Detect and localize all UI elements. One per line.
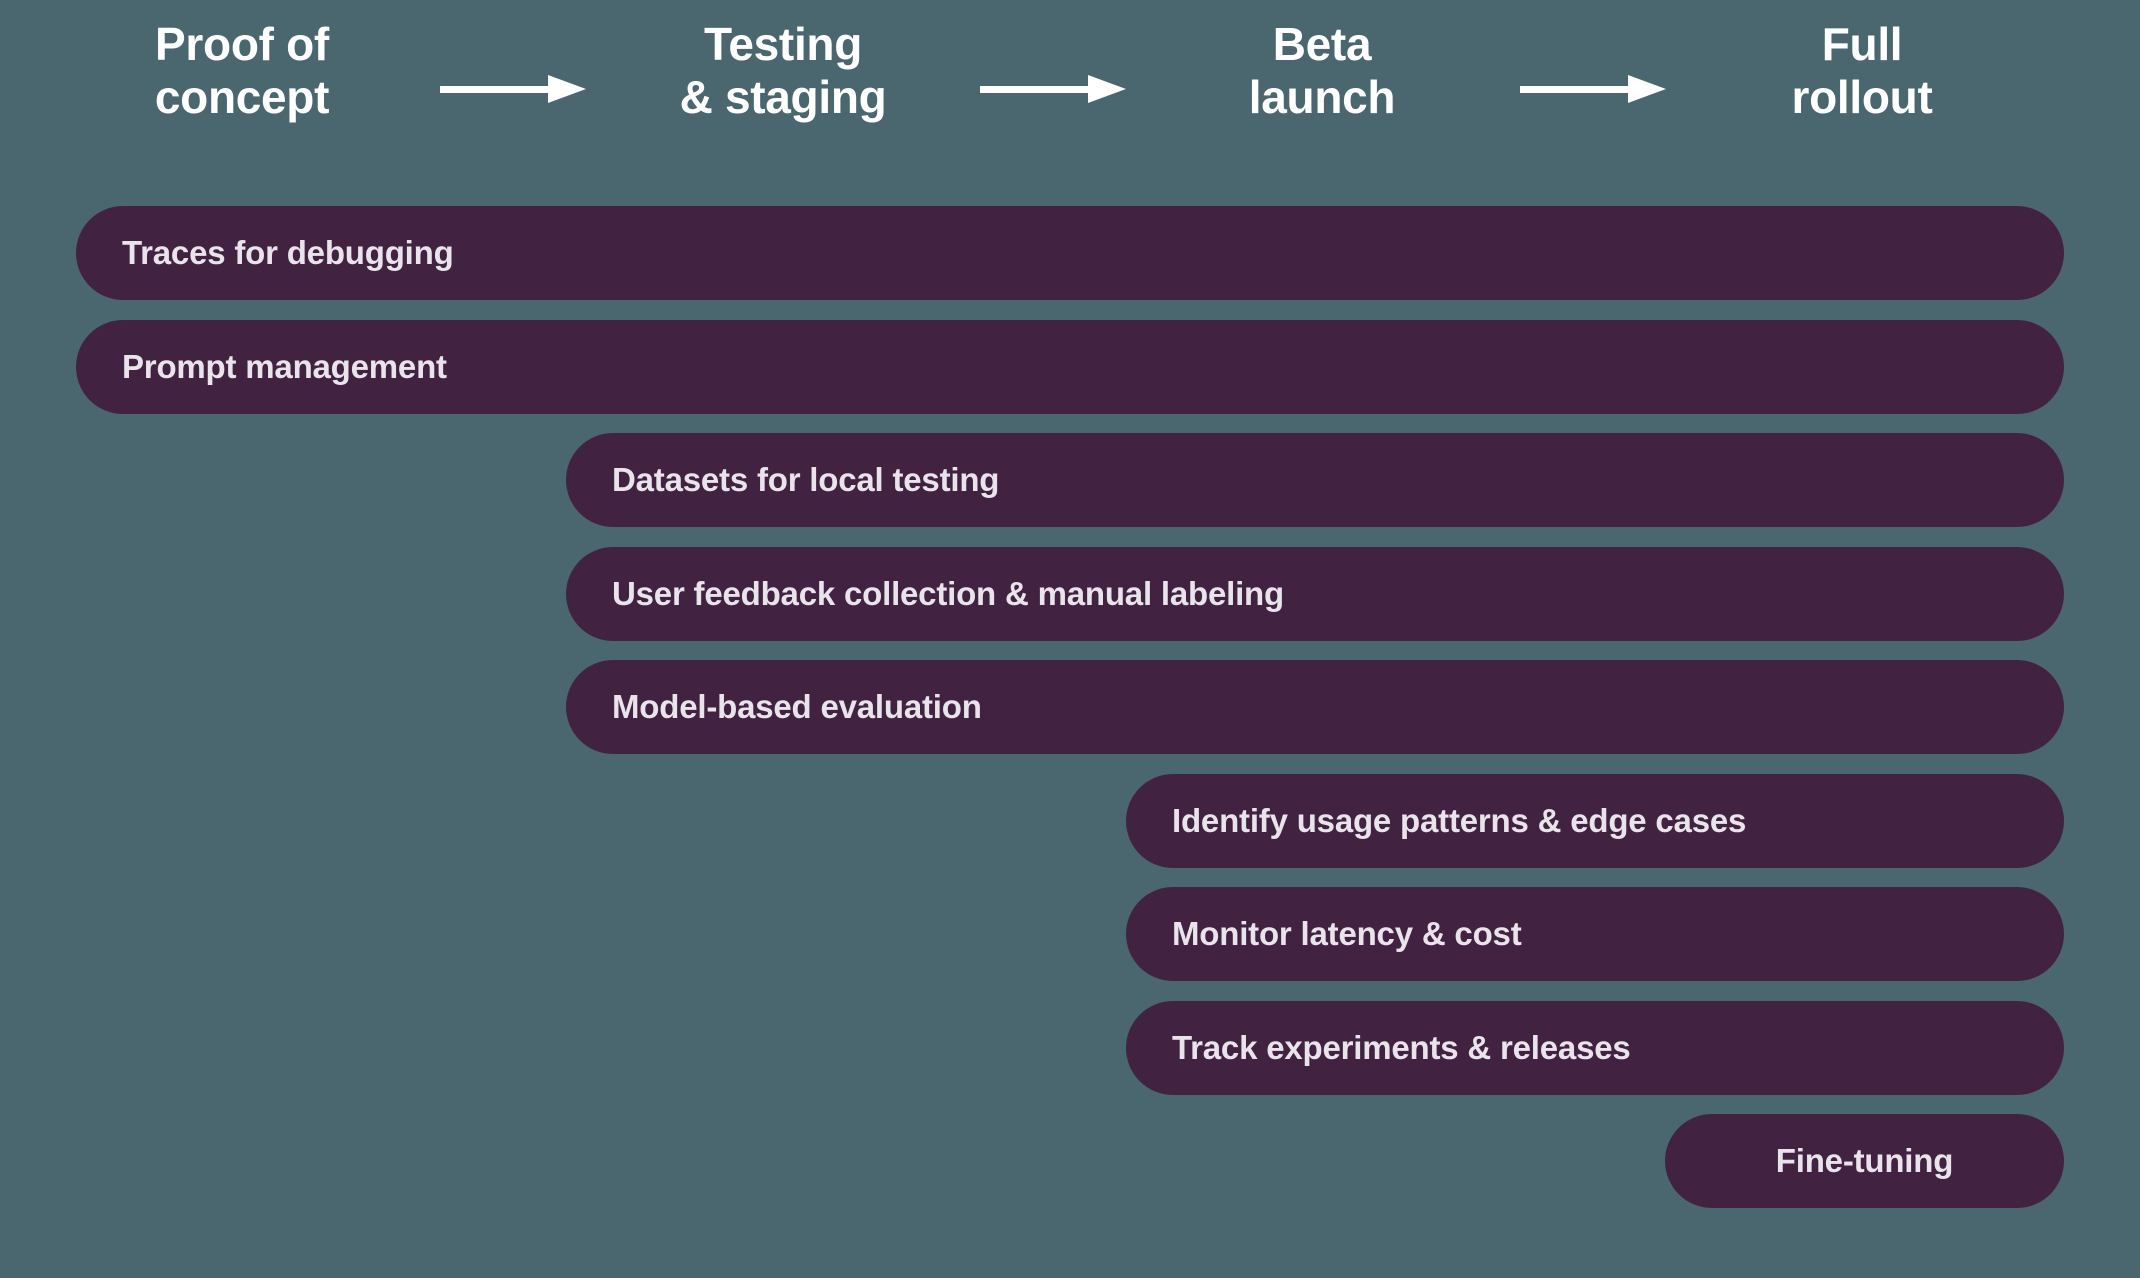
capability-bar-traces-for-debugging: Traces for debugging	[76, 206, 2064, 300]
capability-bar-prompt-management: Prompt management	[76, 320, 2064, 414]
capability-bar-model-based-evaluation: Model-based evaluation	[566, 660, 2064, 754]
capability-bar-label: Model-based evaluation	[612, 688, 982, 725]
capability-bar-label: Track experiments & releases	[1172, 1029, 1631, 1066]
arrow-right-icon	[440, 75, 586, 103]
phase-label-testing-and-staging: Testing& staging	[613, 18, 953, 124]
capability-bar-fine-tuning: Fine-tuning	[1665, 1114, 2064, 1208]
capability-bar-user-feedback-collection: User feedback collection & manual labeli…	[566, 547, 2064, 641]
capability-bar-identify-usage-patterns: Identify usage patterns & edge cases	[1126, 774, 2064, 868]
capability-bar-label: Fine-tuning	[1775, 1142, 1954, 1179]
capability-bar-label: Traces for debugging	[122, 234, 454, 271]
phase-label-line-2: rollout	[1791, 70, 1933, 123]
phase-label-line-2: & staging	[679, 70, 887, 123]
arrow-right-icon	[1520, 75, 1666, 103]
phase-label-line-2: launch	[1248, 70, 1396, 123]
capability-bar-datasets-for-local-testing: Datasets for local testing	[566, 433, 2064, 527]
phase-label-line-1: Beta	[1272, 18, 1372, 70]
arrow-right-icon	[980, 75, 1126, 103]
capability-bar-label: User feedback collection & manual labeli…	[612, 575, 1284, 612]
capability-bar-track-experiments-and-releases: Track experiments & releases	[1126, 1001, 2064, 1095]
phase-label-line-2: concept	[154, 70, 330, 123]
capability-bar-monitor-latency-and-cost: Monitor latency & cost	[1126, 887, 2064, 981]
capability-bar-label: Identify usage patterns & edge cases	[1172, 802, 1747, 839]
phase-label-line-1: Full	[1821, 18, 1903, 70]
phase-label-line-1: Testing	[703, 18, 863, 70]
phase-label-line-1: Proof of	[155, 18, 329, 70]
capability-bar-label: Prompt management	[122, 348, 447, 385]
capability-bar-label: Datasets for local testing	[612, 461, 1000, 498]
capability-bar-label: Monitor latency & cost	[1172, 915, 1522, 952]
